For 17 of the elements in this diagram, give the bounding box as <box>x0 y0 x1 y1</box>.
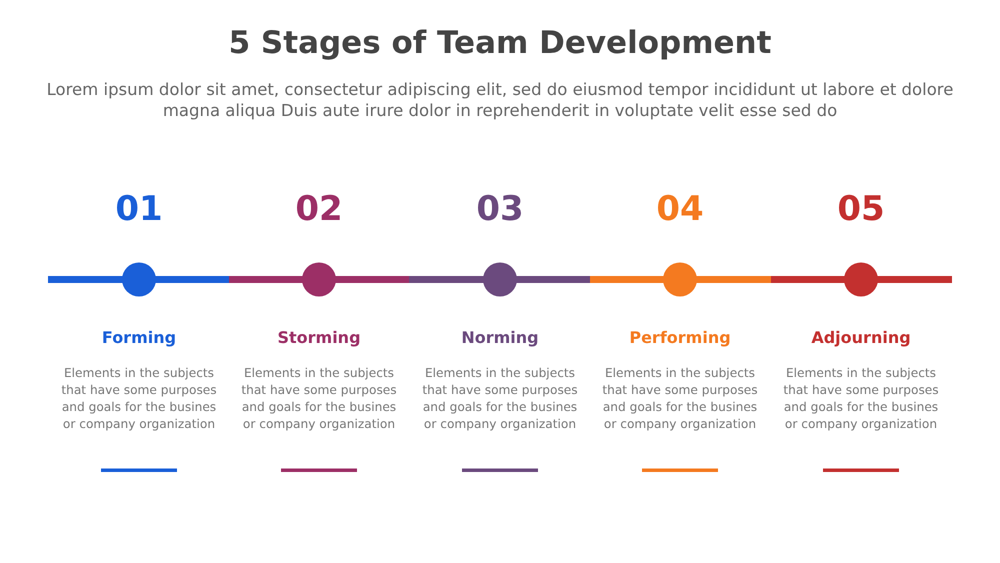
title: 5 Stages of Team Development <box>228 25 772 61</box>
stage-name: Performing <box>628 328 732 347</box>
subtitle: Lorem ipsum dolor sit amet, consectetur adipiscing elit, sed do eiusmod tempor incididunt ut labore et dolore magna aliqua Duis aute irure dolor in reprehenderit in voluptate velit esse sed do <box>46 79 954 121</box>
stage-name: Storming <box>276 328 362 347</box>
stage-number: 03 <box>475 189 525 229</box>
stage-number: 01 <box>114 189 164 229</box>
stage-number: 02 <box>294 189 344 229</box>
stage-description: Elements in the subjects that have some purposes and goals for the busines or company organization <box>601 365 759 433</box>
stage-description: Elements in the subjects that have some purposes and goals for the busines or company organization <box>421 365 579 433</box>
stage-number: 04 <box>655 189 705 229</box>
stage-name: Norming <box>460 328 540 347</box>
stage-name: Forming <box>100 328 178 347</box>
stage-number: 05 <box>836 189 886 229</box>
stage-description: Elements in the subjects that have some purposes and goals for the busines or company organization <box>240 365 398 433</box>
stage-description: Elements in the subjects that have some purposes and goals for the busines or company organization <box>60 365 218 433</box>
stage-description: Elements in the subjects that have some purposes and goals for the busines or company organization <box>782 365 940 433</box>
stage-name: Adjourning <box>810 328 912 347</box>
